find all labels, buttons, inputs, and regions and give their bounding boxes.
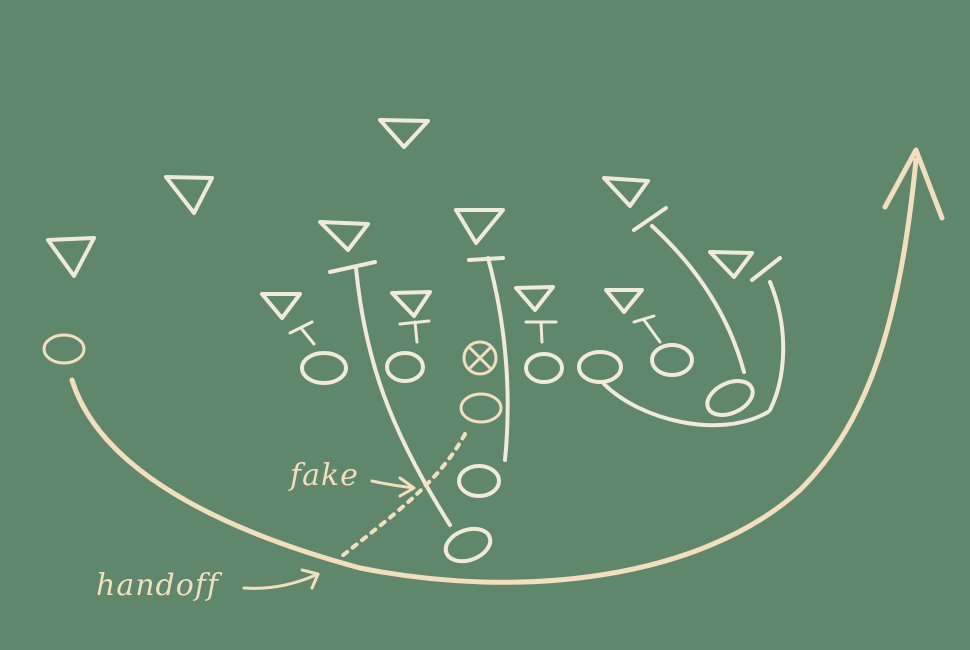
quarterback-circle-icon <box>459 392 503 424</box>
defender-triangle-icon <box>378 118 430 149</box>
handoff-pointer-arrow <box>242 568 320 590</box>
block-mark <box>328 260 377 274</box>
ball-carrier-sweep-route <box>69 157 919 585</box>
player-circle-icon <box>577 350 623 384</box>
route-line <box>354 266 452 527</box>
backfield-ball-carrier <box>42 147 945 590</box>
routes <box>354 224 786 527</box>
handoff-annotation: handoff <box>96 568 220 603</box>
player-circle-icon <box>385 351 425 383</box>
block-mark <box>632 314 662 344</box>
center-circle-x-icon <box>462 340 498 376</box>
defender-triangle-icon <box>454 208 505 245</box>
defender-triangle-icon <box>260 292 302 320</box>
player-circle-icon <box>650 343 694 377</box>
player-circle-icon <box>300 351 348 385</box>
block-mark <box>467 256 505 262</box>
player-circle-icon <box>705 379 755 417</box>
player-circle-icon <box>457 464 501 498</box>
route-line <box>650 224 746 374</box>
defense <box>46 118 754 320</box>
defender-triangle-icon <box>46 236 96 278</box>
fake-pointer-arrow <box>370 476 416 498</box>
defender-triangle-icon <box>602 176 650 208</box>
defender-triangle-icon <box>318 220 370 252</box>
block-mark <box>398 319 431 344</box>
player-circle-icon <box>443 526 493 564</box>
fake-annotation: fake <box>290 458 359 493</box>
running-back-circle-icon <box>42 333 86 365</box>
arrow-head-icon <box>882 147 945 221</box>
defender-triangle-icon <box>514 285 555 312</box>
defender-triangle-icon <box>390 290 432 318</box>
defender-triangle-icon <box>708 250 754 279</box>
block-mark <box>750 256 782 282</box>
offense <box>300 343 755 564</box>
route-line <box>602 382 770 428</box>
route-line <box>768 280 786 412</box>
center-x-mark <box>468 346 492 370</box>
defender-triangle-icon <box>604 288 644 314</box>
blocking-marks <box>288 206 782 346</box>
block-mark <box>288 320 316 346</box>
block-mark <box>524 320 558 344</box>
route-line <box>486 256 510 462</box>
player-circle-icon <box>524 352 564 384</box>
defender-triangle-icon <box>164 175 214 215</box>
block-mark <box>632 206 668 232</box>
fake-handoff-path <box>340 432 467 558</box>
